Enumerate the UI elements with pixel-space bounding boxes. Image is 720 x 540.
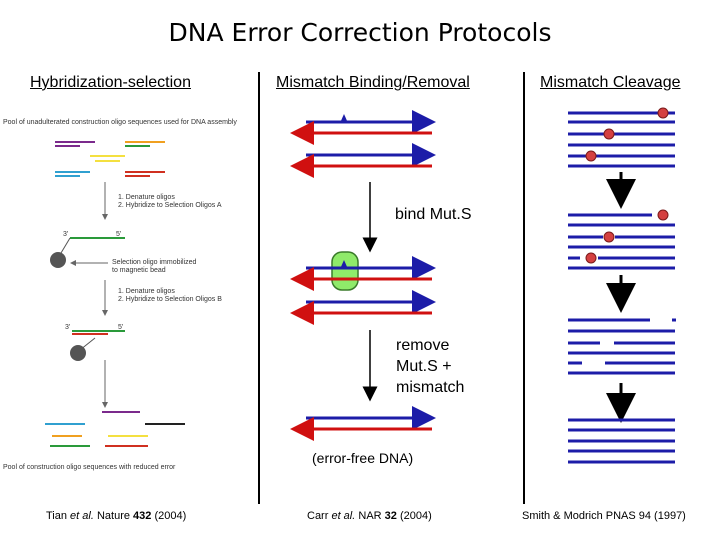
- step1b-label: 2. Hybridize to Selection Oligos A: [118, 202, 222, 209]
- remove-label-line1: remove: [396, 337, 450, 354]
- divider-right: [523, 72, 525, 504]
- cleave-final: [568, 418, 675, 464]
- cleave-fragments: [568, 318, 676, 375]
- five-prime-a: 5': [116, 231, 122, 238]
- three-prime-b: 3': [65, 324, 71, 331]
- bead-a: [50, 237, 125, 268]
- remove-label-line2: Mut.S +: [396, 358, 452, 375]
- pool-bottom-label: Pool of construction oligo sequences wit…: [3, 464, 176, 471]
- duplex-error-free: [290, 406, 436, 441]
- bind-muts-label: bind Mut.S: [395, 206, 472, 223]
- error-free-label: (error-free DNA): [312, 450, 414, 466]
- divider-left: [258, 72, 260, 504]
- citation-tian: Tian et al. Nature 432 (2004): [46, 510, 187, 522]
- cleave-duplexes-top: [568, 111, 675, 168]
- hybridization-heading: Hybridization-selection: [30, 74, 191, 91]
- citation-carr: Carr et al. NAR 32 (2004): [307, 510, 432, 522]
- cleave-mismatches-mid: [585, 209, 669, 264]
- step2b-label: 2. Hybridize to Selection Oligos B: [118, 296, 222, 303]
- muts-protein: [331, 251, 359, 291]
- step1a-label: 1. Denature oligos: [118, 194, 175, 201]
- oligo-pool-top: [55, 141, 165, 177]
- mismatch-cleavage-heading: Mismatch Cleavage: [540, 74, 681, 91]
- five-prime-b: 5': [118, 324, 124, 331]
- cleave-mismatches-top: [585, 107, 669, 162]
- mismatch-binding-heading: Mismatch Binding/Removal: [276, 74, 470, 91]
- selection-b-label: to magnetic bead: [112, 267, 166, 274]
- oligo-pool-bottom: [45, 411, 185, 447]
- three-prime-a: 3': [63, 231, 69, 238]
- pool-top-label: Pool of unadulterated construction oligo…: [3, 119, 237, 126]
- bead-b: [70, 330, 125, 361]
- duplex-2: [290, 143, 436, 178]
- muts-complex: [290, 251, 436, 291]
- page-title: DNA Error Correction Protocols: [168, 18, 552, 47]
- duplex-3: [290, 290, 436, 325]
- selection-a-label: Selection oligo immobilized: [112, 259, 197, 266]
- duplex-1: [290, 110, 436, 145]
- citation-smith: Smith & Modrich PNAS 94 (1997): [522, 510, 686, 522]
- step2a-label: 1. Denature oligos: [118, 288, 175, 295]
- remove-label-line3: mismatch: [396, 379, 465, 396]
- cleave-duplexes-mid: [568, 213, 675, 270]
